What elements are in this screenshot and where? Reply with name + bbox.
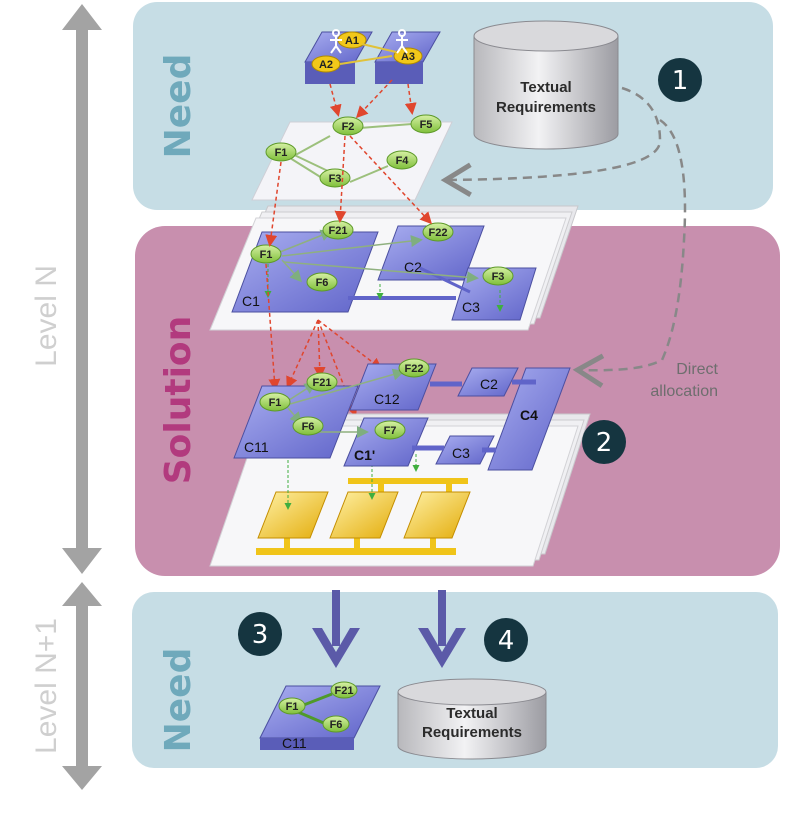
svg-text:F6: F6: [330, 719, 343, 731]
svg-text:C4: C4: [520, 407, 538, 423]
need-function-layer: F1 F2 F3 F4 F5: [251, 114, 453, 201]
svg-text:F7: F7: [384, 425, 397, 437]
logical-function-F21: F21: [322, 220, 354, 240]
svg-text:Textual: Textual: [446, 705, 497, 722]
svg-text:F22: F22: [405, 363, 424, 375]
actor-A2: A2: [311, 55, 341, 73]
badge-3: 3: [238, 612, 282, 656]
svg-text:3: 3: [252, 620, 269, 650]
level-n1-component-block: F1 F21 F6 C11: [259, 681, 381, 751]
svg-text:C11: C11: [244, 439, 269, 455]
svg-text:Requirements: Requirements: [422, 724, 522, 741]
svg-text:F6: F6: [316, 277, 329, 289]
textual-requirements-top: Textual Requirements: [473, 20, 619, 150]
actor-A1: A1: [337, 31, 367, 49]
level-n1-component-label: C11: [282, 735, 307, 751]
logical-function-F1: F1: [250, 244, 282, 264]
level-n-label: Level N: [30, 265, 63, 367]
actor-function-arrows: [329, 79, 417, 119]
physical-function-F21: F21: [306, 372, 338, 392]
svg-text:C2: C2: [480, 376, 498, 392]
hardware-bus: [256, 478, 468, 555]
badge-4: 4: [484, 618, 528, 662]
textual-requirements-bottom: Textual Requirements: [397, 678, 547, 760]
svg-text:C12: C12: [374, 391, 400, 407]
svg-text:F22: F22: [429, 227, 448, 239]
svg-text:F4: F4: [396, 155, 410, 167]
svg-text:A3: A3: [401, 51, 415, 63]
svg-text:2: 2: [596, 428, 613, 458]
svg-text:F21: F21: [335, 685, 354, 697]
svg-text:C1': C1': [354, 447, 375, 463]
svg-text:C3: C3: [452, 445, 470, 461]
level-n1-function-F1: F1: [278, 697, 306, 715]
stick-figure-icon: [330, 29, 408, 54]
svg-text:4: 4: [498, 626, 515, 656]
requirements-to-need-arrow: [440, 86, 662, 197]
logical-function-F3: F3: [482, 266, 514, 286]
level-n1-label: Level N+1: [30, 618, 63, 754]
svg-text:C2: C2: [404, 259, 422, 275]
requirements-line2: Requirements: [496, 99, 596, 116]
physical-component-C3: C3: [435, 435, 495, 465]
badge-1: 1: [658, 58, 702, 102]
svg-text:A2: A2: [319, 59, 333, 71]
direct-allocation-label-1: Direct: [676, 361, 718, 378]
solution-label: Solution: [158, 316, 199, 485]
need-function-F3: F3: [319, 168, 351, 188]
level-n1-function-F6: F6: [322, 715, 350, 733]
svg-text:F1: F1: [286, 701, 299, 713]
need-to-logical-arrows: [265, 135, 433, 247]
svg-text:C1: C1: [242, 293, 260, 309]
down-arrow-4: [418, 590, 466, 668]
svg-text:F21: F21: [329, 225, 348, 237]
svg-text:F1: F1: [260, 249, 273, 261]
physical-function-F7: F7: [374, 420, 406, 440]
physical-component-C2: C2: [457, 367, 519, 397]
svg-text:F1: F1: [275, 147, 288, 159]
physical-function-F1: F1: [259, 392, 291, 412]
logical-layer: C1 C2 C3 F1 F21 F22 F6 F3: [209, 205, 579, 331]
physical-function-F6: F6: [292, 416, 324, 436]
hardware-node-1: [257, 491, 329, 539]
direct-allocation-label-2: allocation: [650, 383, 718, 400]
direct-allocation-arrow: [572, 118, 687, 388]
need-function-F4: F4: [386, 150, 418, 170]
svg-text:F5: F5: [420, 119, 433, 131]
need-function-F2: F2: [332, 116, 364, 136]
svg-text:1: 1: [672, 66, 689, 96]
svg-text:A1: A1: [345, 35, 359, 47]
physical-component-C4: C4: [487, 367, 571, 471]
actor-platform: A1 A2 A3: [304, 29, 441, 84]
need-label-top: Need: [158, 54, 199, 159]
logical-function-F6: F6: [306, 272, 338, 292]
level-n1-function-F21: F21: [330, 681, 358, 699]
need-function-F1: F1: [265, 142, 297, 162]
logical-function-F22: F22: [422, 222, 454, 242]
svg-text:F2: F2: [342, 121, 355, 133]
svg-text:C3: C3: [462, 299, 480, 315]
svg-text:F3: F3: [492, 271, 505, 283]
down-arrow-3: [312, 590, 360, 668]
hardware-node-2: [329, 491, 399, 539]
need-function-F5: F5: [410, 114, 442, 134]
svg-text:F3: F3: [329, 173, 342, 185]
need-label-bottom: Need: [158, 648, 199, 753]
level-n-axis: [62, 4, 102, 574]
svg-text:F6: F6: [302, 421, 315, 433]
requirements-line1: Textual: [520, 79, 571, 96]
svg-text:F21: F21: [313, 377, 332, 389]
hardware-node-3: [403, 491, 471, 539]
physical-links: [412, 379, 536, 453]
badge-2: 2: [582, 420, 626, 464]
level-n1-axis: [62, 582, 102, 790]
physical-function-F22: F22: [398, 358, 430, 378]
actor-A3: A3: [393, 47, 423, 65]
svg-text:F1: F1: [269, 397, 282, 409]
